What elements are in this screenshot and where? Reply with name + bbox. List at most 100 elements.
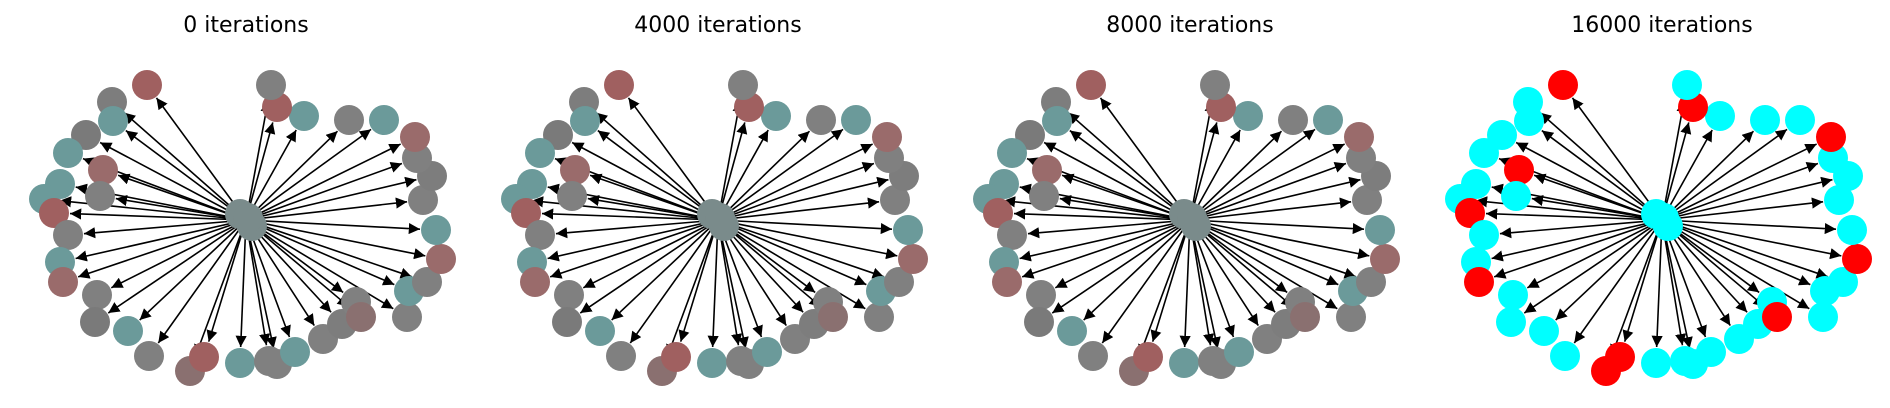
edges bbox=[59, 97, 426, 357]
edge-arrow bbox=[1661, 219, 1837, 235]
edge-arrow bbox=[1661, 128, 1788, 221]
graph-node bbox=[864, 302, 894, 332]
graph-node bbox=[53, 138, 83, 168]
edge-arrow bbox=[1499, 219, 1663, 239]
graph-node bbox=[1672, 70, 1702, 100]
graph-node bbox=[728, 70, 758, 100]
graph-node bbox=[1336, 302, 1366, 332]
edge-arrow bbox=[1067, 111, 1191, 221]
edge-arrow bbox=[707, 219, 719, 348]
graph-node bbox=[520, 267, 550, 297]
edge-arrow bbox=[1189, 197, 1352, 221]
graph-node bbox=[134, 341, 164, 371]
edge-arrow bbox=[235, 219, 247, 348]
graph-node bbox=[525, 138, 555, 168]
graph-node bbox=[1816, 122, 1846, 152]
graph-node bbox=[1550, 341, 1580, 371]
edge-arrow bbox=[123, 111, 247, 221]
edge-arrow bbox=[107, 219, 247, 314]
graph-node bbox=[85, 181, 115, 211]
edge-arrow bbox=[1069, 129, 1191, 221]
graph-node bbox=[585, 316, 615, 346]
panel-0: 0 iterations bbox=[29, 13, 456, 386]
edge-arrow bbox=[1189, 176, 1361, 221]
edge-arrow bbox=[595, 111, 719, 221]
edge-arrow bbox=[1661, 219, 1811, 286]
graph-node bbox=[48, 267, 78, 297]
edge-arrow bbox=[1610, 219, 1663, 357]
graph-node bbox=[1026, 280, 1056, 310]
edge-arrow bbox=[1661, 219, 1687, 346]
graph-node bbox=[997, 138, 1027, 168]
edge-arrow bbox=[157, 219, 247, 344]
graph-node bbox=[761, 101, 791, 131]
graph-node bbox=[983, 198, 1013, 228]
edge-arrow bbox=[1189, 143, 1345, 221]
edge-arrow bbox=[1651, 219, 1663, 348]
graph-node bbox=[280, 337, 310, 367]
edge-arrow bbox=[245, 219, 395, 286]
hub-node bbox=[233, 203, 263, 233]
edge-arrow bbox=[245, 162, 403, 221]
edge-arrow bbox=[1179, 219, 1191, 348]
edge-arrow bbox=[1189, 219, 1357, 279]
edge-arrow bbox=[245, 130, 339, 221]
edge-arrow bbox=[717, 176, 889, 221]
edge-arrow bbox=[717, 219, 885, 279]
graph-node bbox=[604, 70, 634, 100]
edge-arrow bbox=[629, 219, 719, 344]
edge-arrow bbox=[717, 143, 873, 221]
graph-node bbox=[1837, 215, 1867, 245]
edge-arrow bbox=[1571, 97, 1663, 221]
edge-arrow bbox=[194, 219, 247, 357]
graph-node bbox=[225, 348, 255, 378]
graph-node bbox=[997, 220, 1027, 250]
edge-arrow bbox=[245, 219, 421, 235]
edge-arrow bbox=[1573, 219, 1663, 344]
graph-node bbox=[421, 215, 451, 245]
graph-node bbox=[1469, 220, 1499, 250]
graph-node bbox=[1842, 244, 1872, 274]
graph-node bbox=[1455, 198, 1485, 228]
graph-node bbox=[697, 348, 727, 378]
edge-arrow bbox=[1101, 219, 1191, 344]
graph-node bbox=[880, 185, 910, 215]
graph-node bbox=[1352, 185, 1382, 215]
edge-arrow bbox=[1189, 219, 1365, 235]
graph-node bbox=[560, 155, 590, 185]
graph-node bbox=[554, 280, 584, 310]
graph-node bbox=[408, 185, 438, 215]
graph-node bbox=[1641, 348, 1671, 378]
edge-arrow bbox=[110, 219, 247, 289]
edge-arrow bbox=[582, 219, 719, 289]
graph-node bbox=[113, 316, 143, 346]
edge-arrow bbox=[717, 100, 744, 221]
edge-arrow bbox=[1661, 197, 1824, 221]
graph-node bbox=[752, 337, 782, 367]
edge-arrow bbox=[245, 128, 372, 221]
edge-arrow bbox=[717, 219, 898, 260]
edge-arrow bbox=[1555, 219, 1663, 321]
graph-node bbox=[1344, 122, 1374, 152]
edge-arrow bbox=[115, 194, 247, 221]
edge-arrow bbox=[245, 219, 426, 260]
edge-arrow bbox=[245, 176, 417, 221]
edge-arrow bbox=[1661, 176, 1833, 221]
edge-arrow bbox=[597, 129, 719, 221]
hub-node bbox=[1649, 203, 1679, 233]
edge-arrow bbox=[1189, 100, 1216, 221]
hub-node bbox=[705, 203, 735, 233]
graph-node bbox=[1464, 267, 1494, 297]
graph-node bbox=[98, 106, 128, 136]
graph-node bbox=[1200, 70, 1230, 100]
edge-arrow bbox=[155, 97, 247, 221]
graph-node bbox=[1705, 101, 1735, 131]
panel-title: 4000 iterations bbox=[634, 13, 801, 38]
graph-node bbox=[872, 122, 902, 152]
panel-3: 16000 iterations bbox=[1445, 13, 1872, 386]
edge-arrow bbox=[627, 97, 719, 221]
edge-arrow bbox=[139, 219, 247, 321]
edge-arrow bbox=[1027, 219, 1191, 239]
panel-1: 4000 iterations bbox=[501, 13, 928, 386]
